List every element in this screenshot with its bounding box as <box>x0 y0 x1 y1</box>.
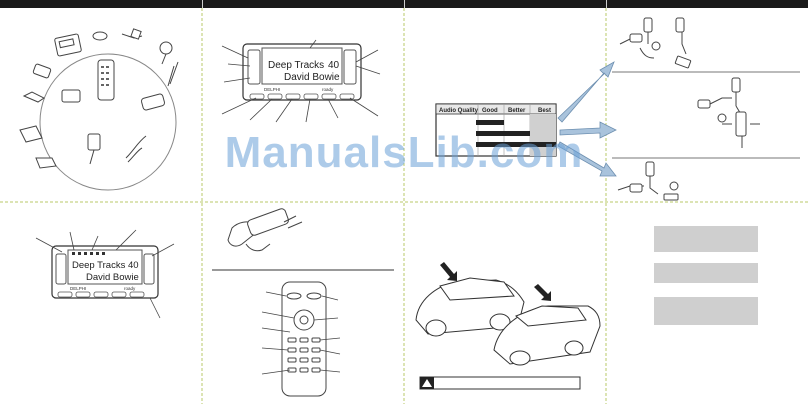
column-good: Good <box>482 108 498 114</box>
accessories-illustration <box>19 28 179 191</box>
radio-logo: roady <box>322 87 334 92</box>
audio-quality-table: Audio Quality Good Better Best <box>435 103 557 157</box>
radio-logo: roady <box>124 286 136 291</box>
manual-page-spread: Deep Tracks 40 David Bowie DELPHI roady … <box>0 8 808 404</box>
lcd-channel-number: 40 <box>328 60 340 71</box>
column-better: Better <box>508 108 526 114</box>
lcd-line1: Deep Tracks <box>72 260 126 271</box>
radio-brand: DELPHI <box>70 286 86 291</box>
vehicle-antenna-illustration <box>415 262 601 390</box>
radio-front-illustration-2: Deep Tracks 40 David Bowie DELPHI roady <box>35 229 175 319</box>
manual-illustrations: Deep Tracks 40 David Bowie DELPHI roady … <box>0 8 808 404</box>
warning-triangle-icon <box>422 379 432 387</box>
header-separator <box>202 0 203 8</box>
radio-preset-buttons <box>249 93 355 100</box>
quality-bars <box>476 120 556 147</box>
column-best: Best <box>538 108 551 114</box>
cable-hookup-illustrations <box>612 17 800 201</box>
lcd-line1: Deep Tracks <box>268 60 324 71</box>
lcd-line2: David Bowie <box>86 272 139 283</box>
remote-illustration <box>212 208 394 397</box>
direction-arrows <box>557 61 617 177</box>
header-separator <box>606 0 607 8</box>
audio-quality-header: Audio Quality <box>439 108 479 114</box>
lcd-channel-number: 40 <box>128 260 139 271</box>
radio-front-illustration: Deep Tracks 40 David Bowie DELPHI roady <box>221 39 381 123</box>
callout-lines <box>221 39 381 123</box>
gray-content-blocks <box>654 226 758 325</box>
radio-brand: DELPHI <box>264 87 280 92</box>
header-separator <box>404 0 405 8</box>
lcd-line2: David Bowie <box>284 72 340 83</box>
header-bar <box>0 0 808 8</box>
